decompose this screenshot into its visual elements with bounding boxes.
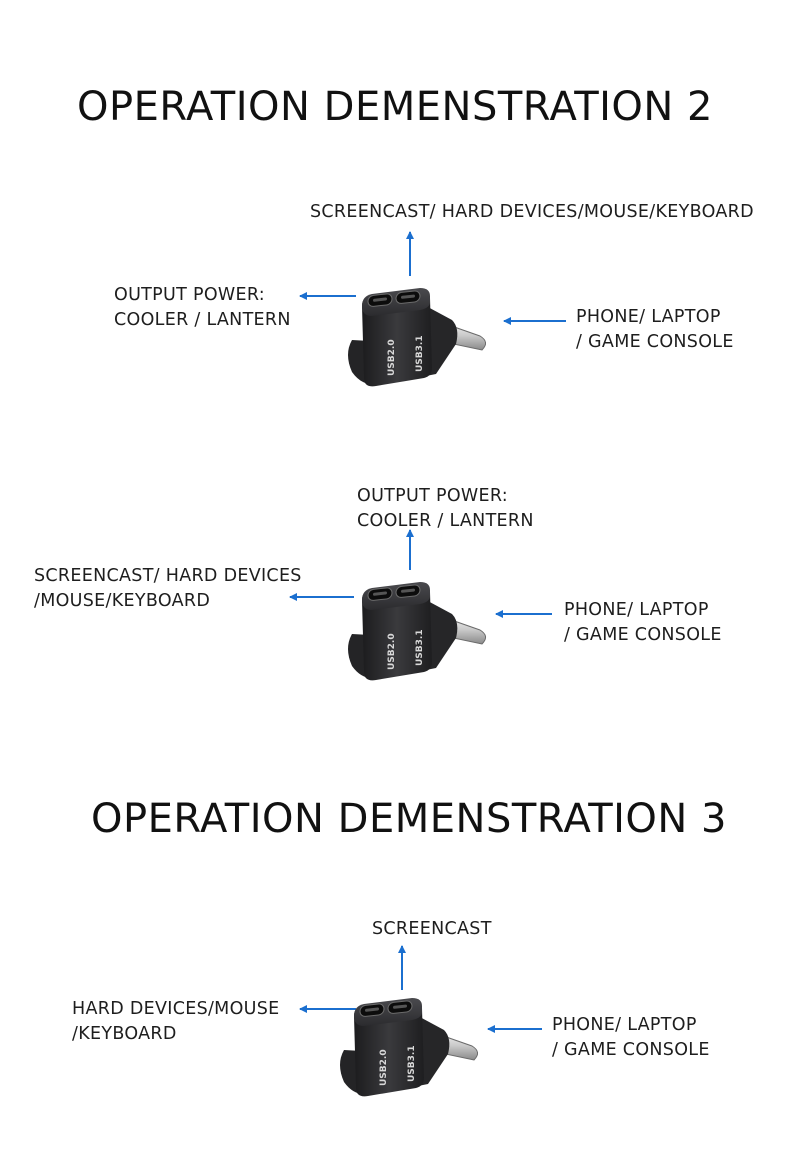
heading-demonstration-3: OPERATION DEMENSTRATION 3	[91, 796, 727, 842]
diagram2-left-line1: SCREENCAST/ HARD DEVICES	[34, 566, 302, 586]
diagram3-top-label: SCREENCAST	[372, 919, 492, 939]
usb3-port-label: USB3.1	[415, 335, 425, 372]
diagram1-left-line2: COOLER / LANTERN	[114, 310, 291, 330]
diagram1-right-label: PHONE/ LAPTOP / GAME CONSOLE	[576, 305, 734, 355]
diagram3-left-line1: HARD DEVICES/MOUSE	[72, 999, 280, 1019]
diagram3-right-label: PHONE/ LAPTOP / GAME CONSOLE	[552, 1013, 710, 1063]
adapter-image-1: USB2.0 USB3.1	[348, 287, 487, 387]
diagram2-left-label: SCREENCAST/ HARD DEVICES /MOUSE/KEYBOARD	[34, 564, 302, 614]
adapter-image-3: USB2.0 USB3.1	[340, 997, 479, 1097]
usb2-port-label: USB2.0	[387, 633, 397, 670]
diagram2-right-line1: PHONE/ LAPTOP	[564, 600, 709, 620]
diagram3-left-label: HARD DEVICES/MOUSE /KEYBOARD	[72, 997, 280, 1047]
usb2-port-label: USB2.0	[379, 1049, 389, 1086]
diagram2-right-line2: / GAME CONSOLE	[564, 625, 722, 645]
diagram1-right-line2: / GAME CONSOLE	[576, 332, 734, 352]
diagram3-right-line1: PHONE/ LAPTOP	[552, 1015, 697, 1035]
diagram3-right-line2: / GAME CONSOLE	[552, 1040, 710, 1060]
diagram2-left-line2: /MOUSE/KEYBOARD	[34, 591, 211, 611]
usb3-port-label: USB3.1	[415, 629, 425, 666]
diagram2-top-label: OUTPUT POWER: COOLER / LANTERN	[357, 484, 534, 534]
diagram1-left-label: OUTPUT POWER: COOLER / LANTERN	[114, 283, 291, 333]
adapter-image-2: USB2.0 USB3.1	[348, 581, 487, 681]
diagram2-top-line1: OUTPUT POWER:	[357, 486, 508, 506]
heading-demonstration-2: OPERATION DEMENSTRATION 2	[77, 84, 713, 130]
usb2-port-label: USB2.0	[387, 339, 397, 376]
diagram3-left-line2: /KEYBOARD	[72, 1024, 177, 1044]
diagram1-left-line1: OUTPUT POWER:	[114, 285, 265, 305]
diagram2-right-label: PHONE/ LAPTOP / GAME CONSOLE	[564, 598, 722, 648]
usb3-port-label: USB3.1	[407, 1045, 417, 1082]
diagram2-top-line2: COOLER / LANTERN	[357, 511, 534, 531]
diagram1-right-line1: PHONE/ LAPTOP	[576, 307, 721, 327]
diagram1-top-label: SCREENCAST/ HARD DEVICES/MOUSE/KEYBOARD	[310, 202, 754, 222]
